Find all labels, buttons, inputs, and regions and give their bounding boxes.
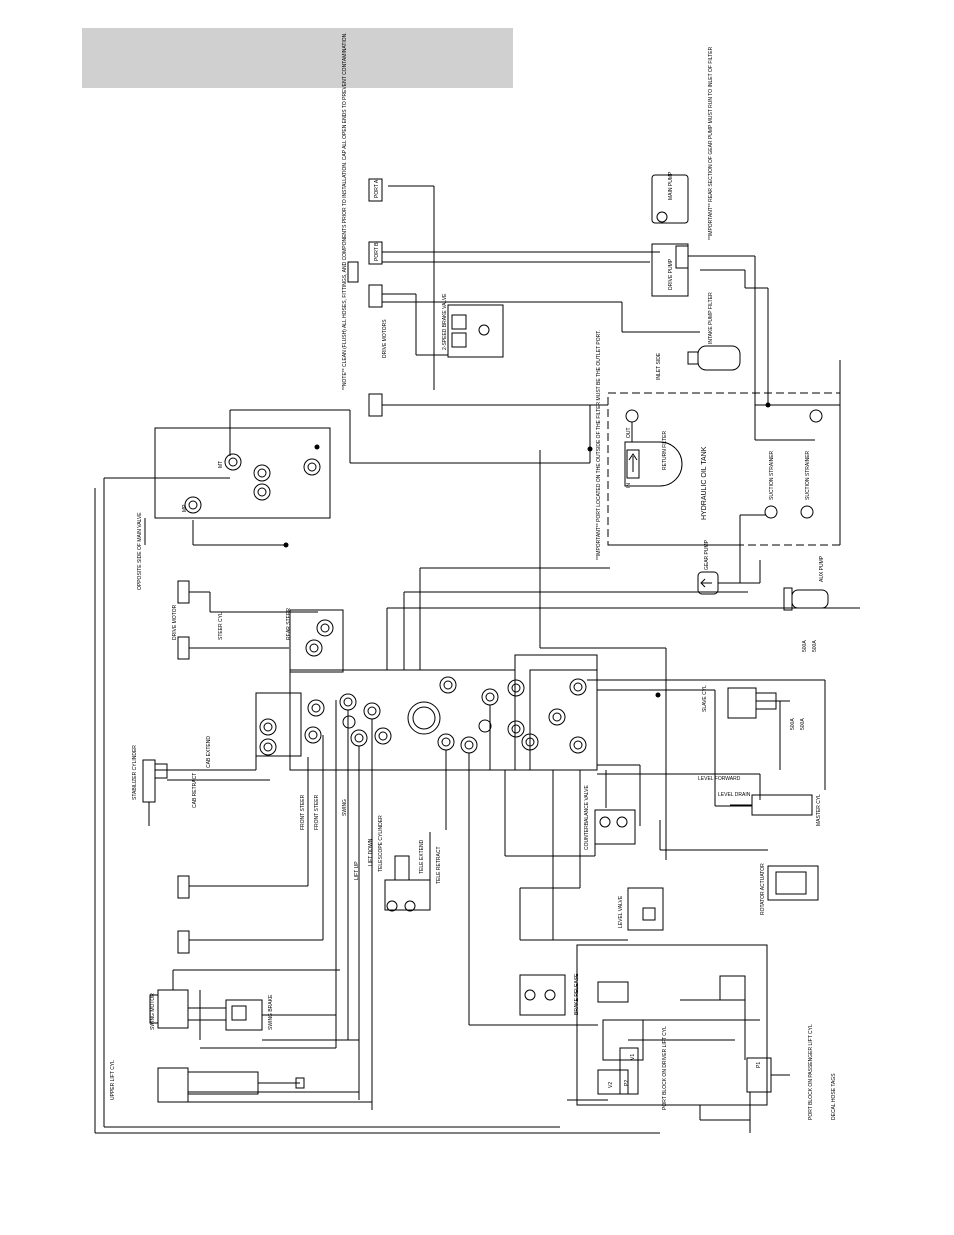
drive-motor-block xyxy=(154,427,331,519)
port-box-1 xyxy=(177,580,190,604)
main-valve xyxy=(255,654,598,771)
brake-release-label: BRAKE RELEASE xyxy=(574,973,580,1015)
mt-label: MT xyxy=(218,461,224,468)
suction-strainer-1-label: SUCTION STRAINER xyxy=(769,450,775,500)
junction-dots xyxy=(283,402,771,698)
stabilizer-cylinder xyxy=(142,759,168,826)
rear-steer-block xyxy=(289,609,344,673)
tank-label: HYDRAULIC OIL TANK xyxy=(701,446,708,520)
p1-label: P1 xyxy=(756,1062,762,1068)
in-label: IN xyxy=(626,483,632,488)
p2-label: P2 xyxy=(624,1080,630,1086)
tele-extend-label: TELE EXTEND xyxy=(419,839,425,874)
cab-retract-label: CAB RETRACT xyxy=(192,773,198,808)
drive-motors-label: DRIVE MOTORS xyxy=(382,319,388,358)
rotator-actuator xyxy=(767,865,819,901)
aux-pump xyxy=(783,587,829,611)
level-valve-label: LEVEL VALVE xyxy=(618,895,624,928)
oper-main-valve-label: OPPOSITE SIDE OF MAIN VALVE xyxy=(137,512,143,590)
main-pump xyxy=(651,174,689,297)
tele-retract-label: TELE RETRACT xyxy=(436,846,442,884)
suction-strainer-2-label: SUCTION STRAINER xyxy=(805,450,811,500)
note-left: **NOTE** CLEAN (FLUSH) ALL HOSES, FITTIN… xyxy=(342,32,348,390)
drive-ports xyxy=(347,178,383,417)
suction-strainer-1 xyxy=(764,505,778,519)
lower-lift-valves xyxy=(519,974,746,1016)
rotator-actuator-label: ROTATOR ACTUATOR xyxy=(760,863,766,915)
tank-port-circle xyxy=(809,409,823,423)
front-steer-label-2: FRONT STEER xyxy=(314,794,320,830)
master-cyl xyxy=(730,794,813,816)
slave-cyl-label: SLAVE CYL xyxy=(702,685,708,712)
cab-extend-label: CAB EXTEND xyxy=(206,736,212,768)
inlet-side-label: INLET SIDE xyxy=(656,352,662,380)
counterbalance-label: COUNTERBALANCE VALVE xyxy=(584,785,590,850)
suction-strainer-2 xyxy=(800,505,814,519)
hose-lines xyxy=(94,185,860,1134)
brake-valve-label: 2-SPEED BRAKE VALVE xyxy=(442,293,448,350)
port-block-left xyxy=(576,944,772,1106)
fitting-500a-2: 500A xyxy=(812,640,818,652)
out-label: OUT xyxy=(626,427,632,438)
level-valve xyxy=(627,887,664,931)
gear-pump-label: GEAR PUMP xyxy=(704,539,710,570)
upper-lift-cyl-label: UPPER LIFT CYL xyxy=(110,1060,116,1100)
stabilizer-label: STABILIZER CYLINDER xyxy=(132,745,138,800)
level-drain-label: LEVEL DRAIN xyxy=(718,792,751,798)
return-filter-label: RETURN FILTER xyxy=(662,431,668,470)
port-box-3 xyxy=(177,875,190,899)
steer-cyl-label: STEER CYL xyxy=(218,612,224,640)
rotator-valve xyxy=(594,809,636,845)
drive-motor-side-label: DRIVE MOTOR xyxy=(172,604,178,640)
swing-motor xyxy=(149,989,263,1031)
return-filter xyxy=(624,409,683,487)
port-block-left-label: PORT BLOCK ON DRIVER LIFT CYL xyxy=(662,1026,668,1110)
front-steer-label-1: FRONT STEER xyxy=(300,794,306,830)
main-pump-label: MAIN PUMP xyxy=(668,171,674,200)
upper-lift-cyl xyxy=(157,1067,305,1103)
aux-pump-label: AUX PUMP xyxy=(819,555,825,582)
port-b-label: PORT B xyxy=(374,242,380,261)
decal-hose-tags-label: DECAL HOSE TAGS xyxy=(831,1073,837,1120)
swing-motor-label: SWING MOTOR xyxy=(150,993,156,1030)
fitting-500a-3: 500A xyxy=(790,718,796,730)
v2-label: V2 xyxy=(608,1082,614,1088)
mp-label: MP xyxy=(182,504,188,512)
intake-pump-filter-label: INTAKE PUMP FILTER xyxy=(708,292,714,344)
v1-label: V1 xyxy=(630,1054,636,1060)
brake-valve xyxy=(447,304,504,358)
port-box-4 xyxy=(177,930,190,954)
header-bar xyxy=(82,28,513,88)
gear-pump xyxy=(697,571,719,595)
swing-brake-label: SWING BRAKE xyxy=(268,994,274,1030)
port-box-2 xyxy=(177,636,190,660)
port-a-label: PORT A xyxy=(374,179,380,198)
lift-down-label: LIFT DOWN xyxy=(368,838,374,866)
telescope-cyl-label: TELESCOPE CYLINDER xyxy=(378,815,384,872)
master-cyl-label: MASTER CYL xyxy=(816,794,822,826)
important-tank: **IMPORTANT** PORT LOCATED ON THE OUTSID… xyxy=(596,330,602,560)
swing-label: SWING xyxy=(342,799,348,816)
rear-steer-label: REAR STEER xyxy=(286,608,292,640)
level-forward-label: LEVEL FORWARD xyxy=(698,776,741,782)
important-pump: **IMPORTANT** REAR SECTION OF GEAR PUMP … xyxy=(708,46,714,240)
fitting-500a-4: 500A xyxy=(800,718,806,730)
slave-cyl xyxy=(727,687,790,719)
telescope-valve xyxy=(384,855,431,912)
intake-pump-filter xyxy=(687,345,741,371)
fitting-500a-1: 500A xyxy=(802,640,808,652)
port-block-right-label: PORT BLOCK ON PASSENGER LIFT CYL xyxy=(808,1024,814,1120)
drive-pump-label: DRIVE PUMP xyxy=(668,258,674,290)
lift-up-label: LIFT UP xyxy=(354,861,360,880)
